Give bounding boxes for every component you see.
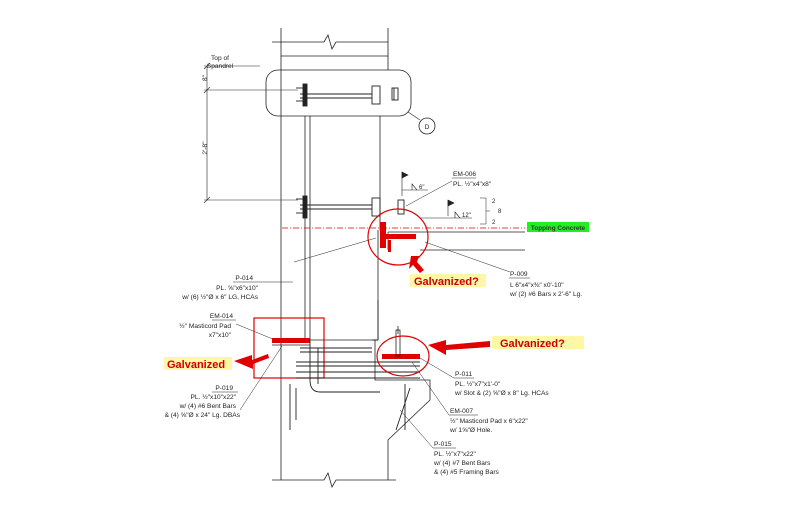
- detail-marker-label: D: [425, 124, 430, 131]
- weld-6-label: 6": [419, 185, 424, 191]
- p011-id: P-011: [455, 371, 472, 378]
- detail-marker: D: [407, 111, 436, 135]
- top-of-spandrel-label-1: Top of: [211, 55, 229, 62]
- galvanized-box: [164, 357, 232, 370]
- dim-top-label: 8": [202, 74, 209, 81]
- top-anchor-assembly: [296, 83, 399, 107]
- galvanized-q1-arrow: [409, 256, 424, 273]
- em006-id: EM-006: [453, 171, 476, 178]
- p009-line-2: w/ (2) #6 Bars x 2'-6" Lg.: [509, 291, 582, 298]
- em006-desc: PL. ½"x4"x8": [453, 180, 492, 188]
- p014-line-2: w/ (6) ½"Ø x 6" LG, HCAs: [181, 293, 258, 301]
- galvanized-q1-box: [410, 274, 486, 287]
- em007-line-2: w/ 1⅝"Ø Hole.: [449, 427, 492, 434]
- dim-mid-label: 2'-8": [202, 141, 209, 155]
- p019-line-1: PL. ½"x10"x22": [190, 393, 236, 401]
- p015-line-2: w/ (4) #7 Bent Bars: [433, 460, 491, 467]
- dim-right-2: 8: [498, 209, 502, 215]
- p015-line-1: PL. ½"x7"x22": [434, 450, 477, 458]
- weld-symbol-12: [420, 199, 472, 219]
- galvanized-label: Galvanized: [167, 359, 225, 371]
- em014-line-1: ½" Masticord Pad: [179, 322, 231, 330]
- p011-line-1: PL. ½"x7"x1'-0": [455, 380, 501, 388]
- lower-callout-ellipse: [376, 335, 430, 377]
- p009-line-1: L 6"x4"x⅜" x0'-10": [510, 282, 564, 289]
- left-embed-plate-red: [272, 338, 310, 343]
- weld-symbol-6: [401, 171, 428, 196]
- p014-id: P-014: [235, 275, 253, 282]
- em007-id: EM-007: [450, 408, 473, 415]
- p014-line-1: PL. ⅝"x6"x10": [216, 285, 259, 292]
- p019-line-3: & (4) ⅝"Ø x 24" Lg. DBAs: [165, 412, 241, 419]
- em014-id: EM-014: [210, 313, 233, 320]
- topping-concrete-label: Topping Concrete: [531, 225, 586, 232]
- weld-12-label: 12": [462, 213, 471, 219]
- p009-id: P-009: [510, 271, 528, 278]
- p019-line-2: w/ (4) #6 Bent Bars: [179, 403, 237, 410]
- top-of-spandrel-label-2: Spandrel: [207, 63, 234, 70]
- galvanized-arrow: [234, 354, 269, 369]
- left-dimensions: [203, 62, 298, 204]
- galvanized-q2-box: [492, 336, 584, 349]
- topping-concrete-tag: [527, 222, 589, 232]
- dim-right-3: 2: [492, 220, 496, 226]
- galvanized-q2-label: Galvanized?: [500, 338, 565, 350]
- upper-callout-ellipse: [367, 208, 429, 266]
- lower-embed-plate-red: [382, 354, 420, 359]
- right-dimension: [480, 197, 490, 225]
- mid-anchor-assembly: [296, 195, 405, 219]
- column-outline: [265, 28, 431, 489]
- p015-line-3: & (4) #5 Framing Bars: [434, 469, 500, 476]
- corbel-rebar: [289, 300, 420, 431]
- p011-line-2: w/ Slot & (2) ⅝"Ø x 8" Lg. HCAs: [454, 390, 549, 397]
- em007-line-1: ½" Masticord Pad x 6"x22": [450, 417, 528, 425]
- p019-id: P-019: [215, 385, 233, 392]
- dim-right-1: 2: [492, 199, 496, 205]
- galvanized-q1-label: Galvanized?: [414, 276, 479, 288]
- p015-id: P-015: [434, 441, 452, 448]
- em014-line-2: x7"x10": [209, 332, 232, 339]
- embed-angle-red: [380, 222, 416, 252]
- galvanized-q2-arrow: [428, 340, 490, 355]
